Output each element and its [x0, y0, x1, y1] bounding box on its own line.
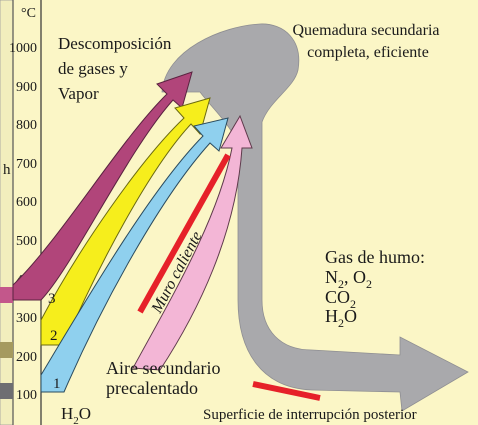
stage-label-1: 1 [53, 376, 61, 392]
secondary-combustion-line-2: completa, eficiente [307, 44, 429, 61]
secondary-combustion-line-1: Quemadura secundaria [292, 22, 439, 39]
secondary-air-line-2: precalentado [106, 378, 198, 398]
stage-label-3: 3 [48, 291, 56, 307]
temperature-tick-700: 700 [16, 157, 37, 172]
decomposition-line-3: Vapor [58, 84, 99, 103]
left-fragment-letter: h [3, 162, 11, 178]
left-band-pink [0, 287, 13, 303]
temperature-tick-1000: 1000 [9, 41, 37, 56]
flue-gas-title: Gas de humo: [325, 247, 425, 267]
temperature-tick-900: 900 [16, 80, 37, 95]
temperature-tick-600: 600 [16, 195, 37, 210]
post-interrupt-surface-label: Superficie de interrupción posterior [203, 407, 417, 423]
temperature-tick-500: 500 [16, 234, 37, 249]
left-band-olive [0, 342, 13, 358]
temperature-tick-200: 200 [16, 350, 37, 365]
left-panel-edge [0, 0, 13, 425]
left-band-gray [0, 383, 13, 399]
decomposition-line-1: Descomposición [58, 34, 172, 53]
stage-label-2: 2 [50, 328, 58, 344]
secondary-air-line-1: Aire secundario [106, 358, 220, 378]
temperature-tick-300: 300 [16, 311, 37, 326]
decomposition-line-2: de gases y [58, 59, 128, 78]
temperature-unit: °C [21, 6, 36, 21]
temperature-tick-800: 800 [16, 118, 37, 133]
temperature-tick-100: 100 [16, 388, 37, 403]
